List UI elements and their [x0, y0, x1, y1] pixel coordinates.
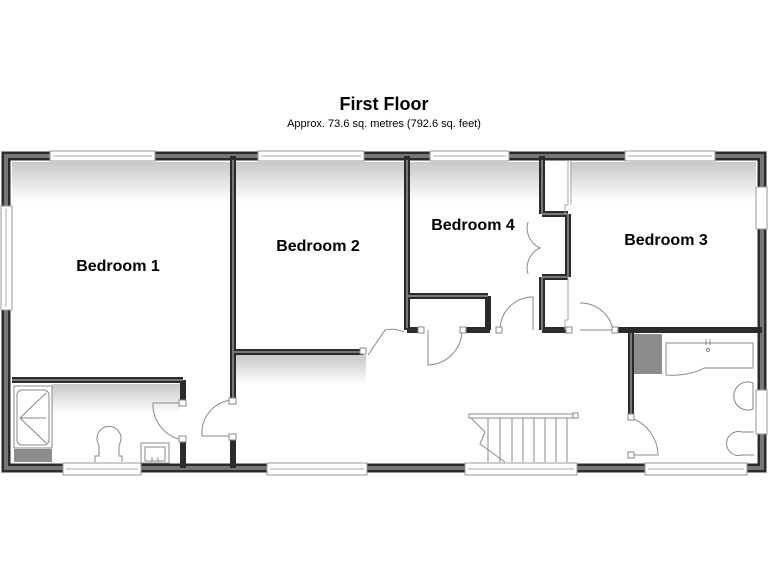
staircase — [468, 412, 579, 463]
door-bathroom — [630, 417, 659, 456]
doors — [152, 221, 659, 456]
sliding-wardrobe — [564, 160, 572, 330]
window-sills — [5, 155, 744, 470]
door-bedroom-4-cupboard — [526, 221, 542, 275]
floor-area: Approx. 73.6 sq. metres (792.6 sq. feet) — [287, 118, 481, 130]
floor-shading — [12, 162, 756, 414]
door-bedroom-3 — [579, 302, 614, 331]
room-label-bedroom-2: Bedroom 2 — [276, 238, 360, 255]
window — [755, 186, 768, 230]
room-label-bedroom-4: Bedroom 4 — [431, 217, 515, 234]
bath — [665, 342, 754, 376]
door-landing-cupboard — [499, 296, 534, 331]
door-ensuite — [152, 402, 184, 441]
ensuite-fixtures — [13, 385, 170, 464]
door-bedroom-4-landing — [427, 329, 463, 366]
toilet — [94, 425, 123, 462]
bath-basin — [733, 381, 754, 411]
interior-walls — [12, 156, 762, 468]
wc — [726, 431, 754, 456]
airing-cupboard — [634, 334, 662, 374]
window — [755, 389, 768, 435]
room-label-bedroom-1: Bedroom 1 — [76, 258, 160, 275]
basin — [140, 442, 170, 464]
shower-tray — [13, 385, 53, 449]
outer-walls — [1, 151, 767, 473]
floor-title: First Floor — [339, 94, 429, 114]
door-bedroom-1 — [201, 399, 234, 437]
door-jambs — [178, 326, 635, 459]
room-label-bedroom-3: Bedroom 3 — [624, 232, 708, 249]
door-bedroom-2 — [367, 328, 405, 356]
bathroom-fixtures — [634, 334, 754, 456]
